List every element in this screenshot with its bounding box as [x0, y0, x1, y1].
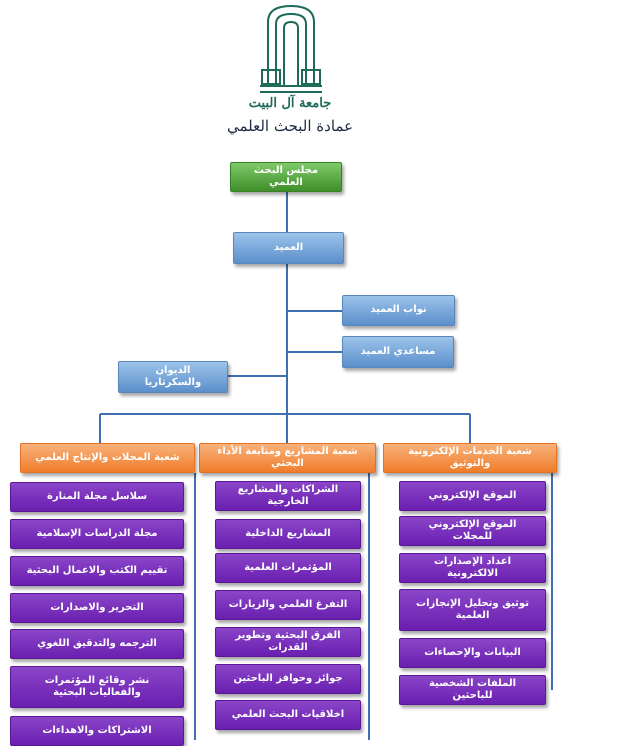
division-1-item: الموقع الإلكتروني للمجلات [399, 516, 546, 546]
university-name: جامعة آل البيت [248, 96, 332, 111]
division-2-item: التفرغ العلمي والزيارات [215, 590, 361, 620]
division-2-item: الفرق البحثية وتطوير القدرات [215, 627, 361, 657]
division-2-item: المشاريع الداخلية [215, 519, 361, 549]
division-1-item: الموقع الإلكتروني [399, 481, 546, 511]
deanship-name: عمادة البحث العلمي [226, 117, 354, 135]
division-header-2: شعبة المشاريع ومتابعة الأداء البحثي [199, 443, 376, 473]
council-node: مجلس البحث العلمي [230, 162, 342, 192]
division-3-item: مجلة الدراسات الإسلامية [10, 519, 184, 549]
connector-lines [99, 192, 553, 740]
division-2-item: اخلاقيات البحث العلمي [215, 700, 361, 730]
division-3-item: نشر وقائع المؤتمرات والفعاليات البحثية [10, 666, 184, 708]
division-2-item: جوائز وحوافز الباحثين [215, 664, 361, 694]
division-1-item: اعداد الإصدارات الالكترونية [399, 553, 546, 583]
division-header-3: شعبة المجلات والإنتاج العلمي [20, 443, 195, 473]
division-3-item: التحرير والاصدارات [10, 593, 184, 623]
division-2-item: الشراكات والمشاريع الخارجية [215, 481, 361, 511]
division-2-item: المؤتمرات العلمية [215, 553, 361, 583]
division-3-item: الاشتراكات والاهداءات [10, 716, 184, 746]
division-3-item: تقييم الكتب والاعمال البحثية [10, 556, 184, 586]
division-1-item: البيانات والإحصاءات [399, 638, 546, 668]
division-1-item: توثيق وتحليل الإنجازات العلمية [399, 589, 546, 631]
vice-deans-node: نواب العميد [342, 295, 455, 326]
assistant-dean-node: مساعدي العميد [342, 336, 454, 368]
division-3-item: سلاسل مجلة المنارة [10, 482, 184, 512]
division-header-1: شعبة الخدمات الإلكترونية والتوثيق [383, 443, 557, 473]
division-1-item: الملفات الشخصية للباحثين [399, 675, 546, 705]
division-3-item: الترجمه والتدقيق اللغوي [10, 629, 184, 659]
dean-node: العميد [233, 232, 344, 264]
university-logo-icon [260, 4, 322, 93]
office-node: الديوان والسكرتاريا [118, 361, 228, 393]
